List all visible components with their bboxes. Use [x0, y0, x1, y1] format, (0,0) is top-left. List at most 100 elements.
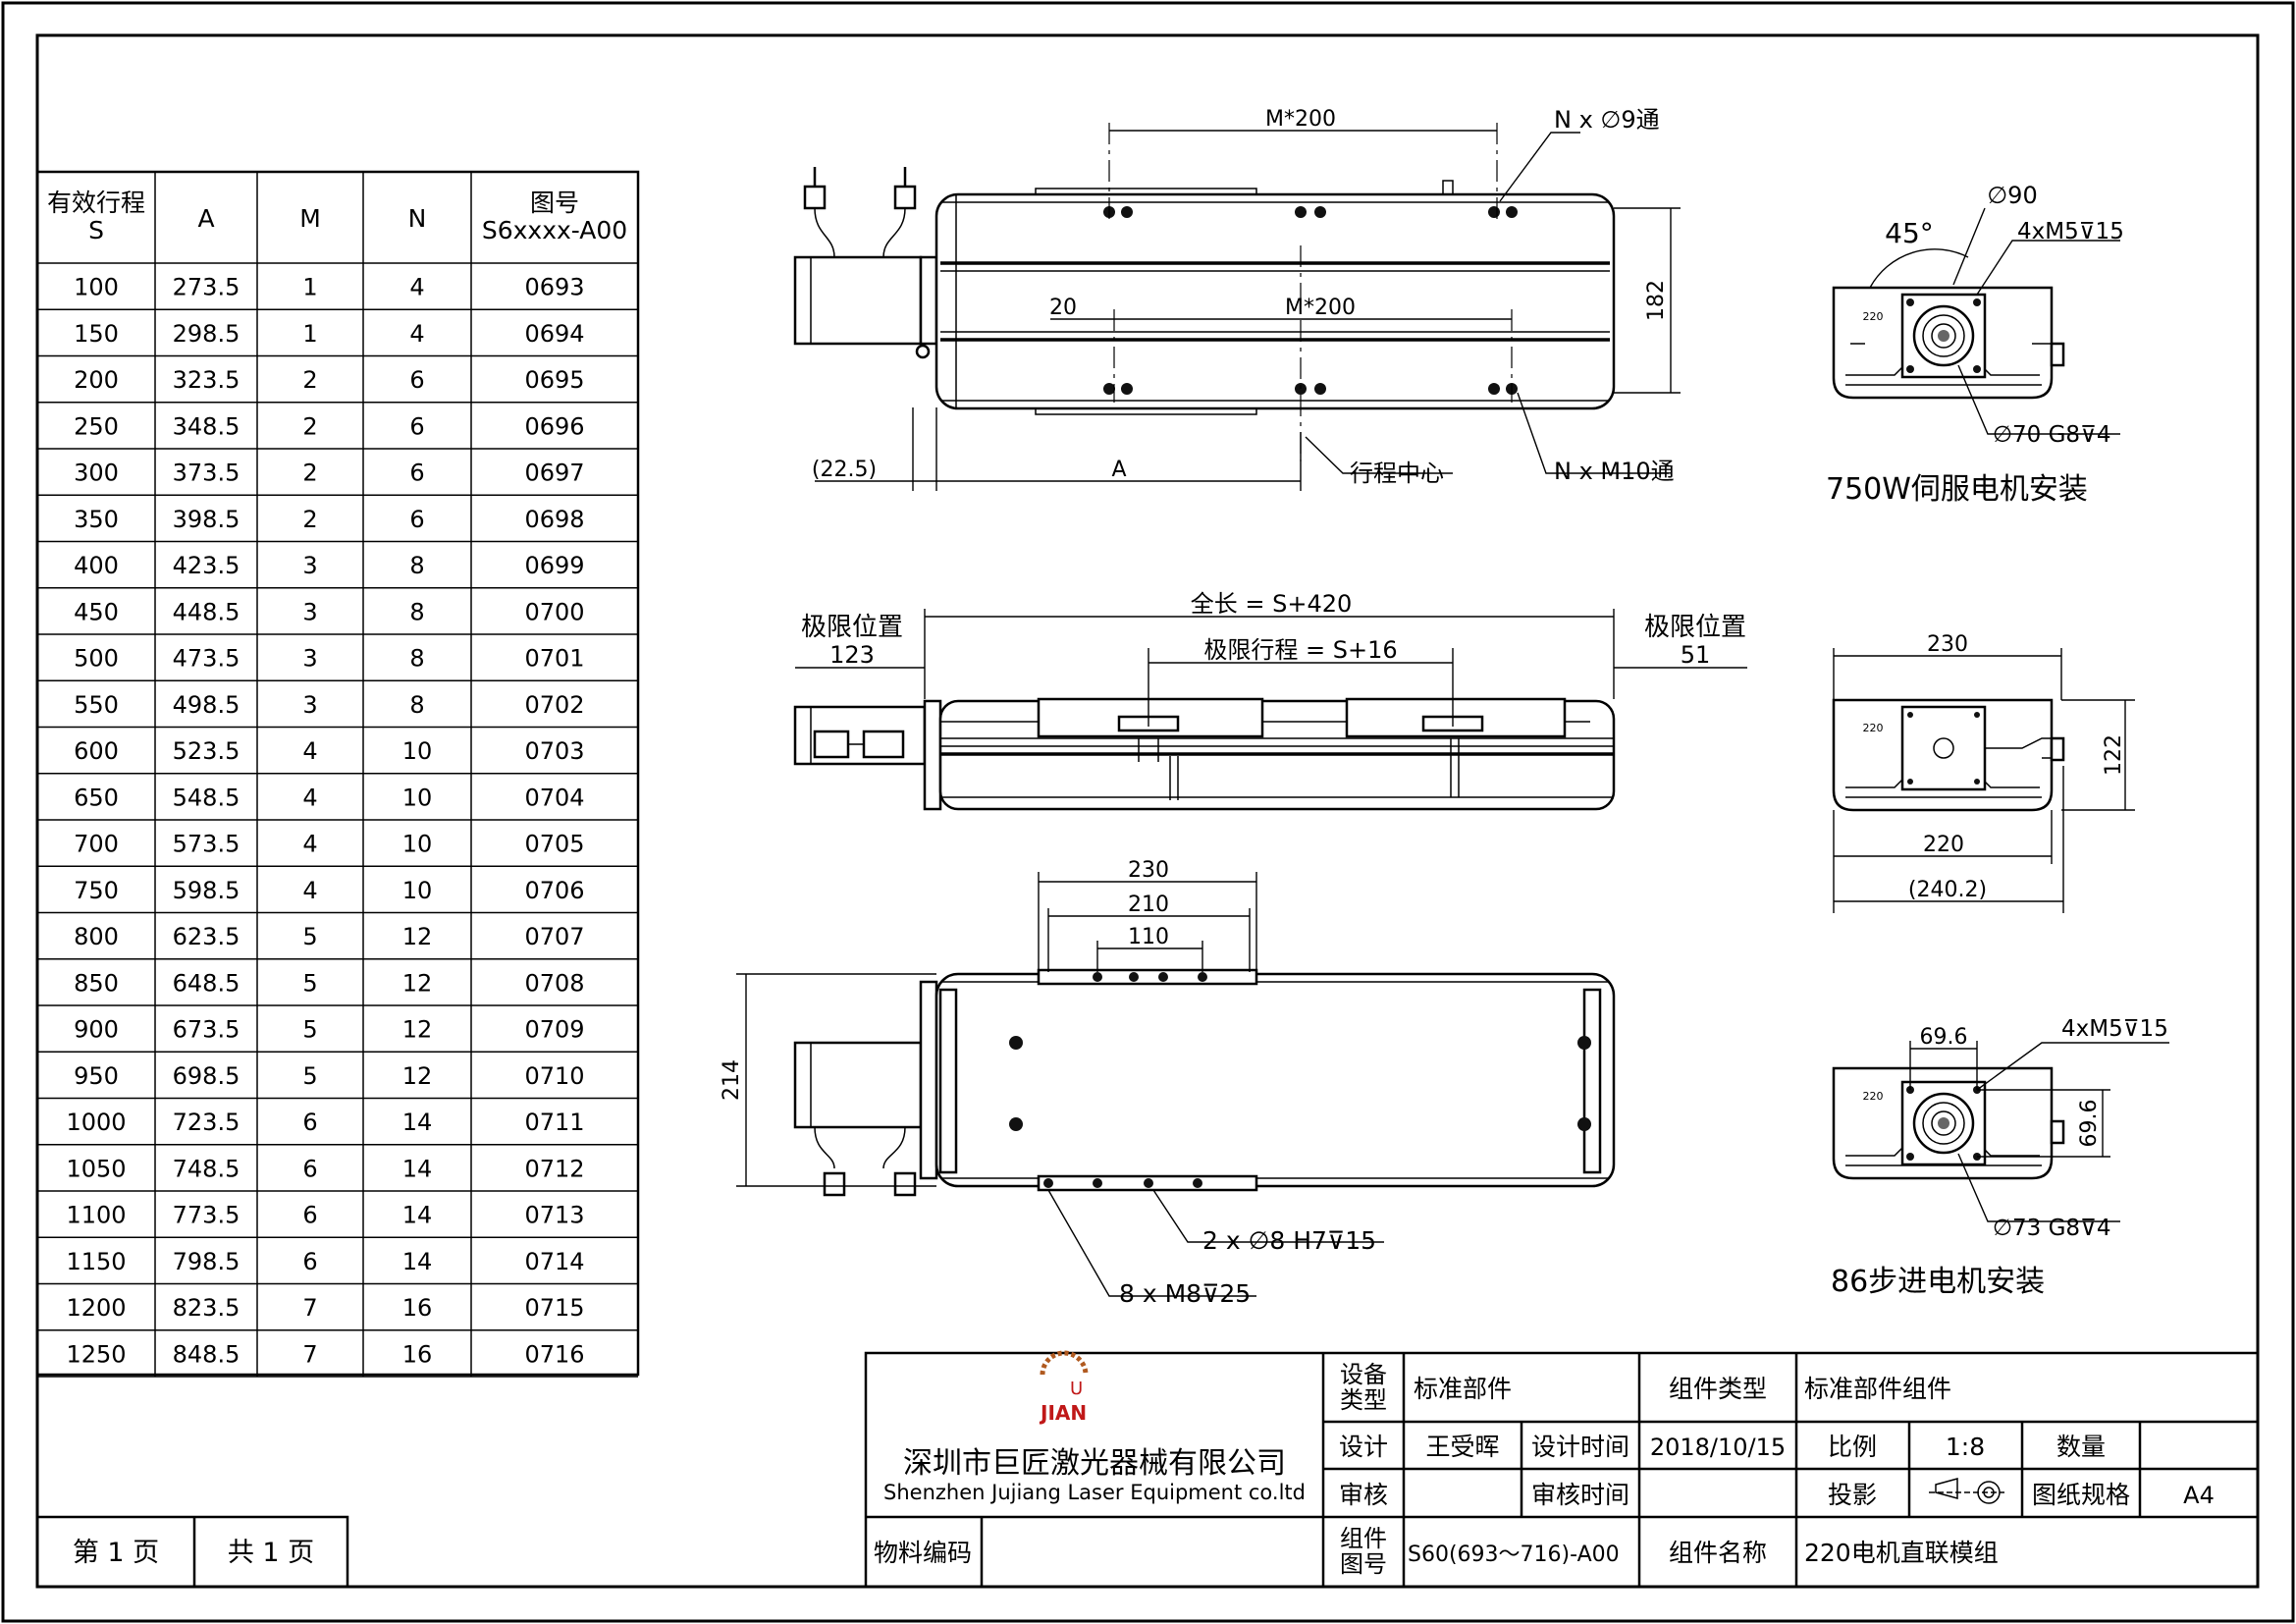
table-cell: 7	[302, 1340, 317, 1368]
table-cell: 300	[74, 460, 119, 487]
dim-214: 214	[720, 1059, 744, 1101]
value-device-type: 标准部件	[1414, 1375, 1512, 1403]
dim-69-6-h: 69.6	[1920, 1025, 1968, 1050]
table-cell: 5	[302, 1016, 317, 1044]
table-cell: 8	[409, 691, 424, 719]
table-cell: 473.5	[173, 645, 240, 673]
table-cell: 0705	[524, 831, 584, 858]
table-cell: 14	[402, 1202, 433, 1229]
side-view: 全长 = S+420 极限行程 = S+16 极限位置 123 极限位置 51	[793, 590, 1747, 811]
table-cell: 323.5	[173, 366, 240, 394]
table-cell: 4	[302, 831, 317, 858]
servo-end-view: 220 45° ∅90 4xM5⊽15 ∅70 G8⊽4 750W伺服电机安装	[1826, 182, 2124, 507]
table-header-cell: S6xxxx-A00	[482, 216, 627, 244]
label-review: 审核	[1339, 1481, 1388, 1509]
page-total: 共 1 页	[228, 1538, 314, 1568]
badge-stepper: 220	[1863, 1090, 1884, 1103]
table-cell: 498.5	[173, 691, 240, 719]
table-cell: 0703	[524, 737, 584, 765]
dim-A: A	[1111, 458, 1126, 482]
table-cell: 0713	[524, 1202, 584, 1229]
table-cell: 423.5	[173, 552, 240, 579]
dim-182: 182	[1644, 280, 1669, 321]
label-servo-screws: 4xM5⊽15	[2017, 219, 2124, 244]
table-cell: 0702	[524, 691, 584, 719]
caption-servo: 750W伺服电机安装	[1826, 472, 2088, 507]
table-cell: 0712	[524, 1155, 584, 1182]
table-cell: 6	[302, 1248, 317, 1275]
table-cell: 0701	[524, 645, 584, 673]
table-cell: 8	[409, 598, 424, 625]
dim-220: 220	[1923, 833, 1964, 857]
table-cell: 0709	[524, 1016, 584, 1044]
table-cell: 16	[402, 1340, 433, 1368]
tb-drawing-no-line: 图号	[1340, 1550, 1387, 1578]
table-cell: 848.5	[173, 1340, 240, 1368]
table-cell: 373.5	[173, 460, 240, 487]
label-sheet-size: 图纸规格	[2032, 1481, 2130, 1509]
table-cell: 650	[74, 784, 119, 811]
table-cell: 14	[402, 1248, 433, 1275]
table-cell: 3	[302, 552, 317, 579]
table-cell: 10	[402, 831, 433, 858]
table-cell: 750	[74, 877, 119, 904]
label-projection: 投影	[1828, 1481, 1877, 1509]
label-limit-right: 极限位置	[1644, 613, 1746, 642]
table-cell: 150	[74, 320, 119, 348]
table-cell: 3	[302, 645, 317, 673]
table-cell: 10	[402, 877, 433, 904]
caption-stepper: 86步进电机安装	[1831, 1265, 2045, 1299]
top-view: M*200 N x ∅9通 20 M*200 182 (22.5) A 行程中心…	[793, 106, 1681, 491]
dim-m200-top: M*200	[1265, 107, 1336, 132]
table-cell: 10	[402, 784, 433, 811]
table-cell: 548.5	[173, 784, 240, 811]
table-cell: 4	[302, 784, 317, 811]
table-cell: 723.5	[173, 1109, 240, 1136]
table-cell: 550	[74, 691, 119, 719]
table-header-cell: N	[408, 204, 427, 233]
table-cell: 5	[302, 923, 317, 950]
tb-drawing-no-line: 组件	[1340, 1525, 1387, 1552]
table-cell: 798.5	[173, 1248, 240, 1275]
table-cell: 800	[74, 923, 119, 950]
company-logo: U JIAN	[1039, 1350, 1089, 1425]
projection-symbol-icon	[1929, 1478, 2004, 1504]
table-cell: 12	[402, 969, 433, 997]
dim-230-end: 230	[1927, 632, 1968, 657]
table-cell: 748.5	[173, 1155, 240, 1182]
table-cell: 6	[302, 1155, 317, 1182]
table-cell: 1050	[66, 1155, 126, 1182]
table-cell: 1100	[66, 1202, 126, 1229]
table-cell: 398.5	[173, 506, 240, 533]
table-cell: 8	[409, 552, 424, 579]
table-cell: 6	[409, 460, 424, 487]
table-cell: 598.5	[173, 877, 240, 904]
label-assembly-type: 组件类型	[1669, 1375, 1767, 1403]
table-cell: 3	[302, 691, 317, 719]
dim-230-bottom: 230	[1128, 858, 1169, 883]
table-cell: 10	[402, 737, 433, 765]
dim-22-5: (22.5)	[812, 458, 877, 482]
table-cell: 348.5	[173, 412, 240, 440]
table-cell: 0710	[524, 1062, 584, 1090]
table-cell: 4	[302, 877, 317, 904]
table-cell: 698.5	[173, 1062, 240, 1090]
bottom-view: 230 210 110 214 2 x ∅8 H7⊽15 8 x M8⊽25	[720, 858, 1616, 1308]
label-dia-90: ∅90	[1987, 182, 2037, 209]
table-cell: 2	[302, 412, 317, 440]
table-cell: 16	[402, 1294, 433, 1322]
label-holes-bottom: N x M10通	[1554, 458, 1675, 485]
tb-device-type-line: 设备	[1340, 1361, 1387, 1388]
table-cell: 12	[402, 1062, 433, 1090]
dim-210: 210	[1128, 893, 1169, 917]
table-cell: 900	[74, 1016, 119, 1044]
label-design-time: 设计时间	[1531, 1433, 1629, 1461]
label-stepper-pilot: ∅73 G8⊽4	[1993, 1216, 2111, 1241]
value-assembly-name: 220电机直联模组	[1804, 1539, 1999, 1567]
table-cell: 0716	[524, 1340, 584, 1368]
table-grid	[37, 172, 638, 1378]
table-cell: 823.5	[173, 1294, 240, 1322]
page-counter: 第 1 页 共 1 页	[35, 1515, 349, 1589]
